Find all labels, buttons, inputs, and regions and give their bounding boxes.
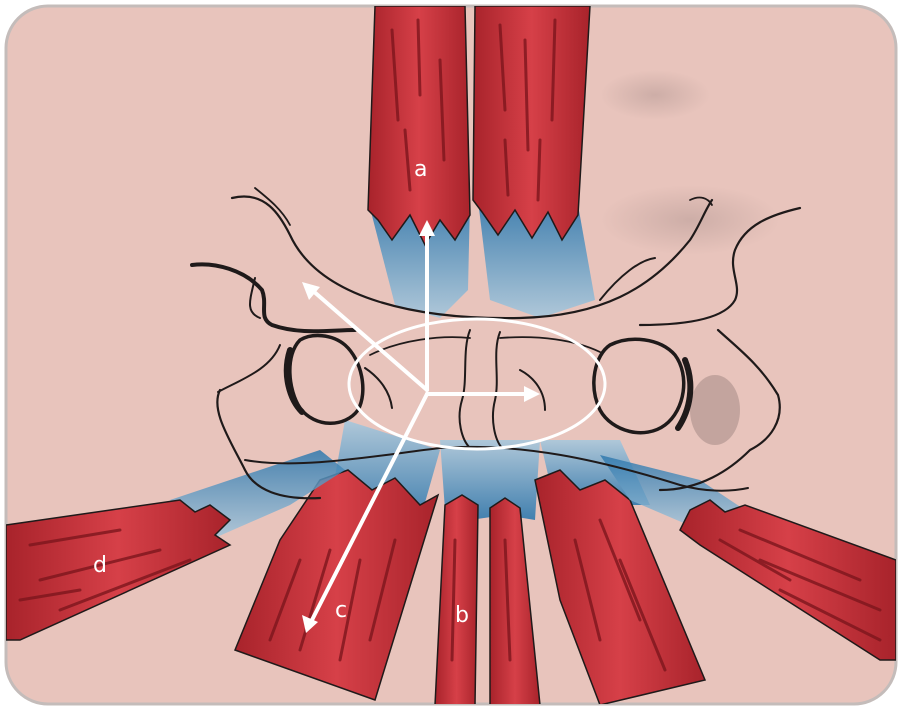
top-muscle-right [473, 6, 590, 240]
smudge-right [600, 185, 780, 255]
smudge-right-ilium [690, 375, 740, 445]
smudge-top-right [600, 70, 710, 120]
label-a: a [414, 157, 427, 182]
label-b: b [455, 603, 469, 628]
label-c: c [335, 598, 347, 623]
label-d: d [93, 553, 107, 578]
